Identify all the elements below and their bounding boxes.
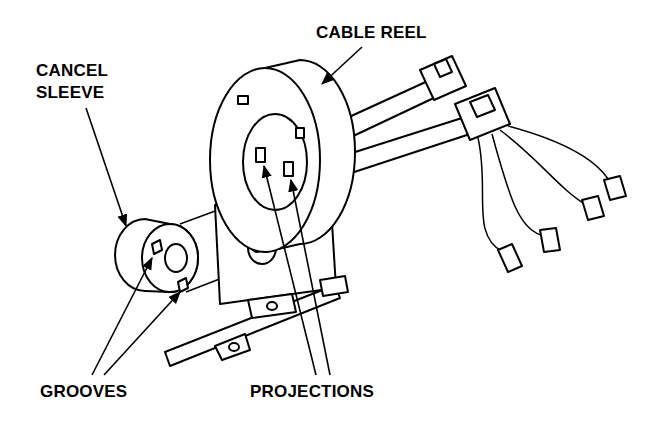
projection	[284, 162, 293, 176]
reel-face	[210, 68, 320, 252]
part-label: PROJECTIONS	[250, 381, 440, 403]
part-label: CABLE REEL	[316, 22, 486, 44]
reel-tab	[238, 96, 248, 104]
reel-hub	[243, 114, 307, 210]
projection	[256, 148, 265, 162]
leaders	[86, 47, 362, 375]
connector	[420, 56, 466, 100]
housing-tab	[320, 276, 348, 296]
leader-line	[92, 258, 152, 375]
leader-line	[264, 166, 316, 375]
connector-latch	[470, 95, 495, 117]
drawing	[115, 56, 626, 366]
wire	[492, 134, 545, 236]
wire-terminal	[498, 244, 522, 272]
reel-slot	[296, 128, 304, 138]
groove	[178, 278, 188, 292]
leader-line	[104, 292, 180, 375]
tab-hole	[267, 302, 277, 310]
connector-latch	[434, 59, 452, 77]
mount-tab	[215, 334, 250, 360]
part-label: GROOVES	[40, 381, 190, 403]
leader-line	[86, 108, 126, 226]
sleeve-bore	[165, 244, 187, 272]
wire-terminal	[604, 176, 626, 200]
leader-line	[291, 180, 330, 375]
wire-terminal	[540, 228, 560, 252]
part-label: CANCEL SLEEVE	[36, 60, 128, 104]
wire	[500, 130, 588, 206]
housing-tab	[248, 294, 296, 318]
wire	[508, 126, 612, 186]
leader-line	[322, 47, 362, 84]
groove	[152, 240, 162, 254]
cancel-sleeve-face	[142, 224, 198, 292]
wire-terminal	[582, 196, 604, 220]
cancel-sleeve-body	[115, 219, 198, 292]
wire	[478, 138, 503, 252]
mount-hole	[229, 343, 239, 351]
